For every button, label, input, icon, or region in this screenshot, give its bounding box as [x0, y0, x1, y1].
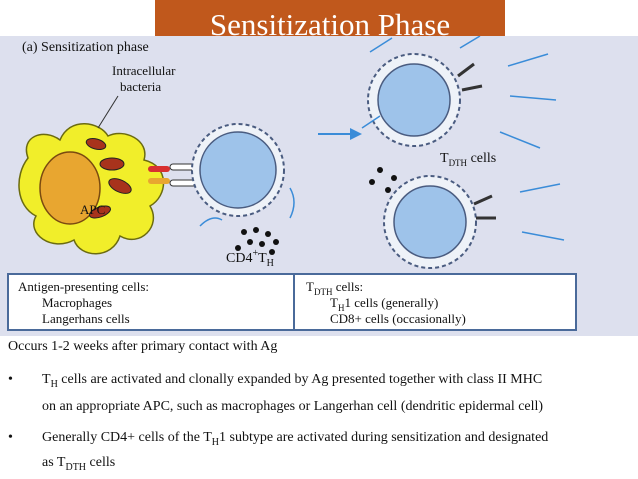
bullet-line-1: TH cells are activated and clonally expa…: [42, 372, 542, 390]
apc-label: APC: [80, 202, 105, 217]
panel-label: (a) Sensitization phase: [22, 40, 149, 55]
tdth-cells-label: TDTH cells: [440, 151, 496, 168]
bullet-line-1: Generally CD4+ cells of the TH1 subtype …: [42, 430, 548, 448]
mhc-receptor: [148, 178, 170, 184]
apc-type-item: Macrophages: [42, 295, 112, 310]
cd4-tcell-nucleus: [200, 132, 276, 208]
bacteria-label: bacteria: [120, 79, 161, 94]
tdth-cell-nucleus-lower: [394, 186, 466, 258]
sensitization-figure: (a) Sensitization phase Intracellular ba…: [0, 36, 638, 336]
bullet-marker: •: [8, 372, 13, 388]
tdth-cell-nucleus-upper: [378, 64, 450, 136]
tdth-type-item: CD8+ cells (occasionally): [330, 311, 466, 326]
bullet-line-2: as TDTH cells: [42, 455, 115, 473]
intracellular-label: Intracellular: [112, 63, 176, 78]
mhc-receptor: [148, 166, 170, 172]
apc-types-header: Antigen-presenting cells:: [18, 279, 149, 294]
apc-type-item: Langerhans cells: [42, 311, 130, 326]
figure-canvas: (a) Sensitization phase Intracellular ba…: [0, 36, 638, 336]
caption-text: Occurs 1-2 weeks after primary contact w…: [8, 339, 277, 355]
bullet-item: • TH cells are activated and clonally ex…: [8, 372, 638, 416]
bullet-marker: •: [8, 430, 13, 446]
bullet-line-2: on an appropriate APC, such as macrophag…: [42, 399, 543, 415]
bacterium-icon: [100, 158, 124, 170]
bullet-item: • Generally CD4+ cells of the TH1 subtyp…: [8, 430, 638, 474]
